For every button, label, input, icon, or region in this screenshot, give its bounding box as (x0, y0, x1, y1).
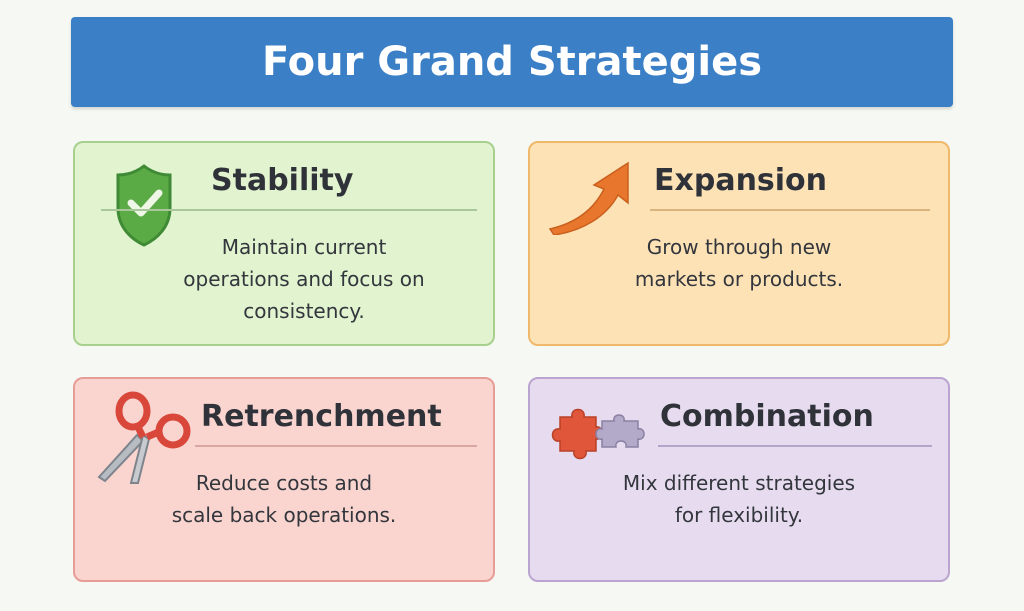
puzzle-icon (551, 408, 645, 460)
card-combination: Combination Mix different strategies for… (528, 377, 950, 582)
page-title: Four Grand Strategies (261, 39, 763, 85)
title-banner: Four Grand Strategies (71, 17, 953, 107)
description-line: operations and focus on (183, 267, 425, 291)
description-line: Maintain current (221, 235, 387, 259)
card-retrenchment: Retrenchment Reduce costs and scale back… (73, 377, 495, 582)
description-line: markets or products. (634, 267, 844, 291)
description-line: Grow through new (646, 235, 832, 259)
shield-check-icon (116, 164, 172, 247)
description-line: Reduce costs and (195, 471, 373, 495)
card-description: Grow through new markets or products. (530, 231, 948, 295)
card-expansion: Expansion Grow through new markets or pr… (528, 141, 950, 346)
card-title: Retrenchment (201, 399, 442, 434)
divider (650, 209, 930, 211)
description-line: consistency. (243, 299, 365, 323)
card-description: Maintain current operations and focus on… (115, 231, 493, 327)
card-description: Mix different strategies for flexibility… (530, 467, 948, 531)
card-title: Stability (211, 163, 354, 198)
arrow-up-right-icon (548, 161, 629, 235)
card-stability: Stability Maintain current operations an… (73, 141, 495, 346)
card-description: Reduce costs and scale back operations. (75, 467, 493, 531)
description-line: for flexibility. (674, 503, 804, 527)
card-title: Expansion (654, 163, 828, 198)
divider (658, 445, 932, 447)
description-line: scale back operations. (171, 503, 397, 527)
scissors-icon (97, 391, 191, 484)
divider (195, 445, 477, 447)
divider (101, 209, 477, 211)
card-title: Combination (660, 399, 874, 434)
description-line: Mix different strategies (622, 471, 856, 495)
